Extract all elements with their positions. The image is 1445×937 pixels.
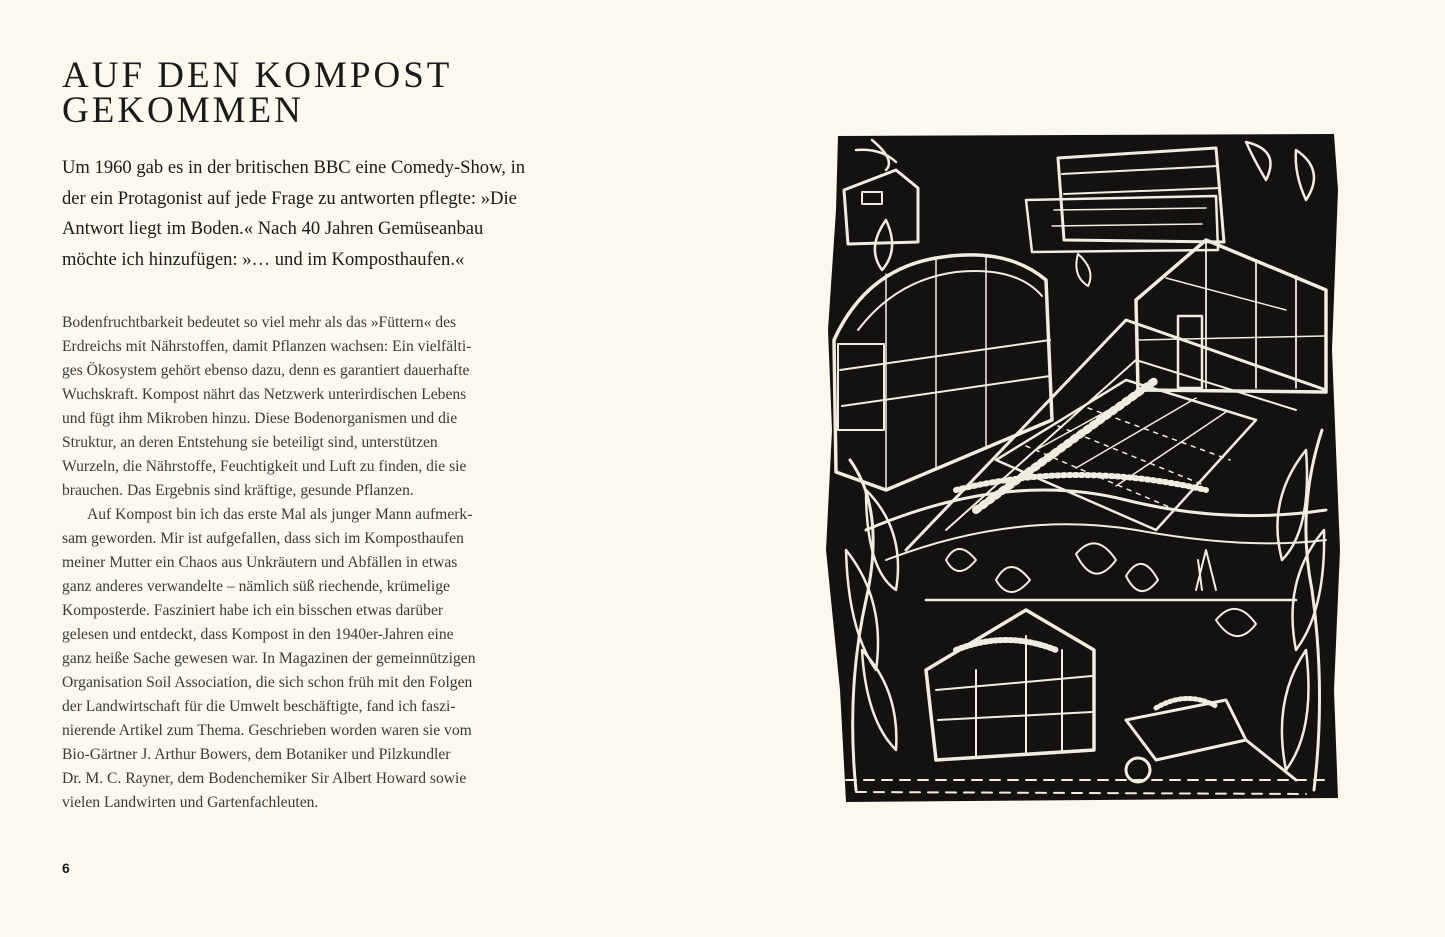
body-line: Struktur, an deren Entstehung sie beteil… <box>62 434 438 451</box>
body-line: Bio-Gärtner J. Arthur Bowers, dem Botani… <box>62 746 451 763</box>
body-line: Auf Kompost bin ich das erste Mal als ju… <box>87 506 473 523</box>
lead-line: der ein Protagonist auf jede Frage zu an… <box>62 187 517 209</box>
body-line: meiner Mutter ein Chaos aus Unkräutern u… <box>62 554 458 571</box>
body-line: ges Ökosystem gehört ebenso dazu, denn e… <box>62 362 470 379</box>
body-line: brauchen. Das Ergebnis sind kräftige, ge… <box>62 482 414 499</box>
lead-line: Antwort liegt im Boden.« Nach 40 Jahren … <box>62 218 484 239</box>
body-line: Dr. M. C. Rayner, dem Bodenchemiker Sir … <box>62 770 467 787</box>
woodcut-garden-image <box>826 134 1340 802</box>
body-line: Bodenfruchtbarkeit bedeutet so viel mehr… <box>62 314 457 331</box>
lead-paragraph: Um 1960 gab es in der britischen BBC ein… <box>62 153 582 275</box>
body-line: gelesen und entdeckt, dass Kompost in de… <box>62 626 454 643</box>
body-line: Erdreichs mit Nährstoffen, damit Pflanze… <box>62 338 472 355</box>
body-text: Bodenfruchtbarkeit bedeutet so viel mehr… <box>62 311 542 815</box>
body-line: vielen Landwirten und Gartenfachleuten. <box>62 794 319 811</box>
chapter-title-line: GEKOMMEN <box>62 90 304 131</box>
body-line: ganz heiße Sache gewesen war. In Magazin… <box>62 650 476 667</box>
lead-line: möchte ich hinzufügen: »… und im Kompost… <box>62 248 465 270</box>
body-line: Organisation Soil Association, die sich … <box>62 674 473 691</box>
body-line: und fügt ihm Mikroben hinzu. Diese Boden… <box>62 410 458 427</box>
page-number: 6 <box>62 860 70 876</box>
body-line: Komposterde. Fasziniert habe ich ein bis… <box>62 602 444 619</box>
body-line: ganz anderes verwandelte – nämlich süß r… <box>62 578 450 595</box>
body-line: Wuchskraft. Kompost nährt das Netzwerk u… <box>62 386 467 403</box>
body-line: Wurzeln, die Nährstoffe, Feuchtigkeit un… <box>62 458 467 475</box>
body-line: nierende Artikel zum Thema. Geschrieben … <box>62 722 472 739</box>
body-line: der Landwirtschaft für die Umwelt beschä… <box>62 698 456 715</box>
chapter-title-line: AUF DEN KOMPOST <box>62 55 453 96</box>
lead-line: Um 1960 gab es in der britischen BBC ein… <box>62 157 526 178</box>
body-line: sam geworden. Mir ist aufgefallen, dass … <box>62 530 464 547</box>
chapter-title: AUF DEN KOMPOST GEKOMMEN <box>62 55 622 131</box>
woodcut-illustration-icon <box>826 130 1346 805</box>
